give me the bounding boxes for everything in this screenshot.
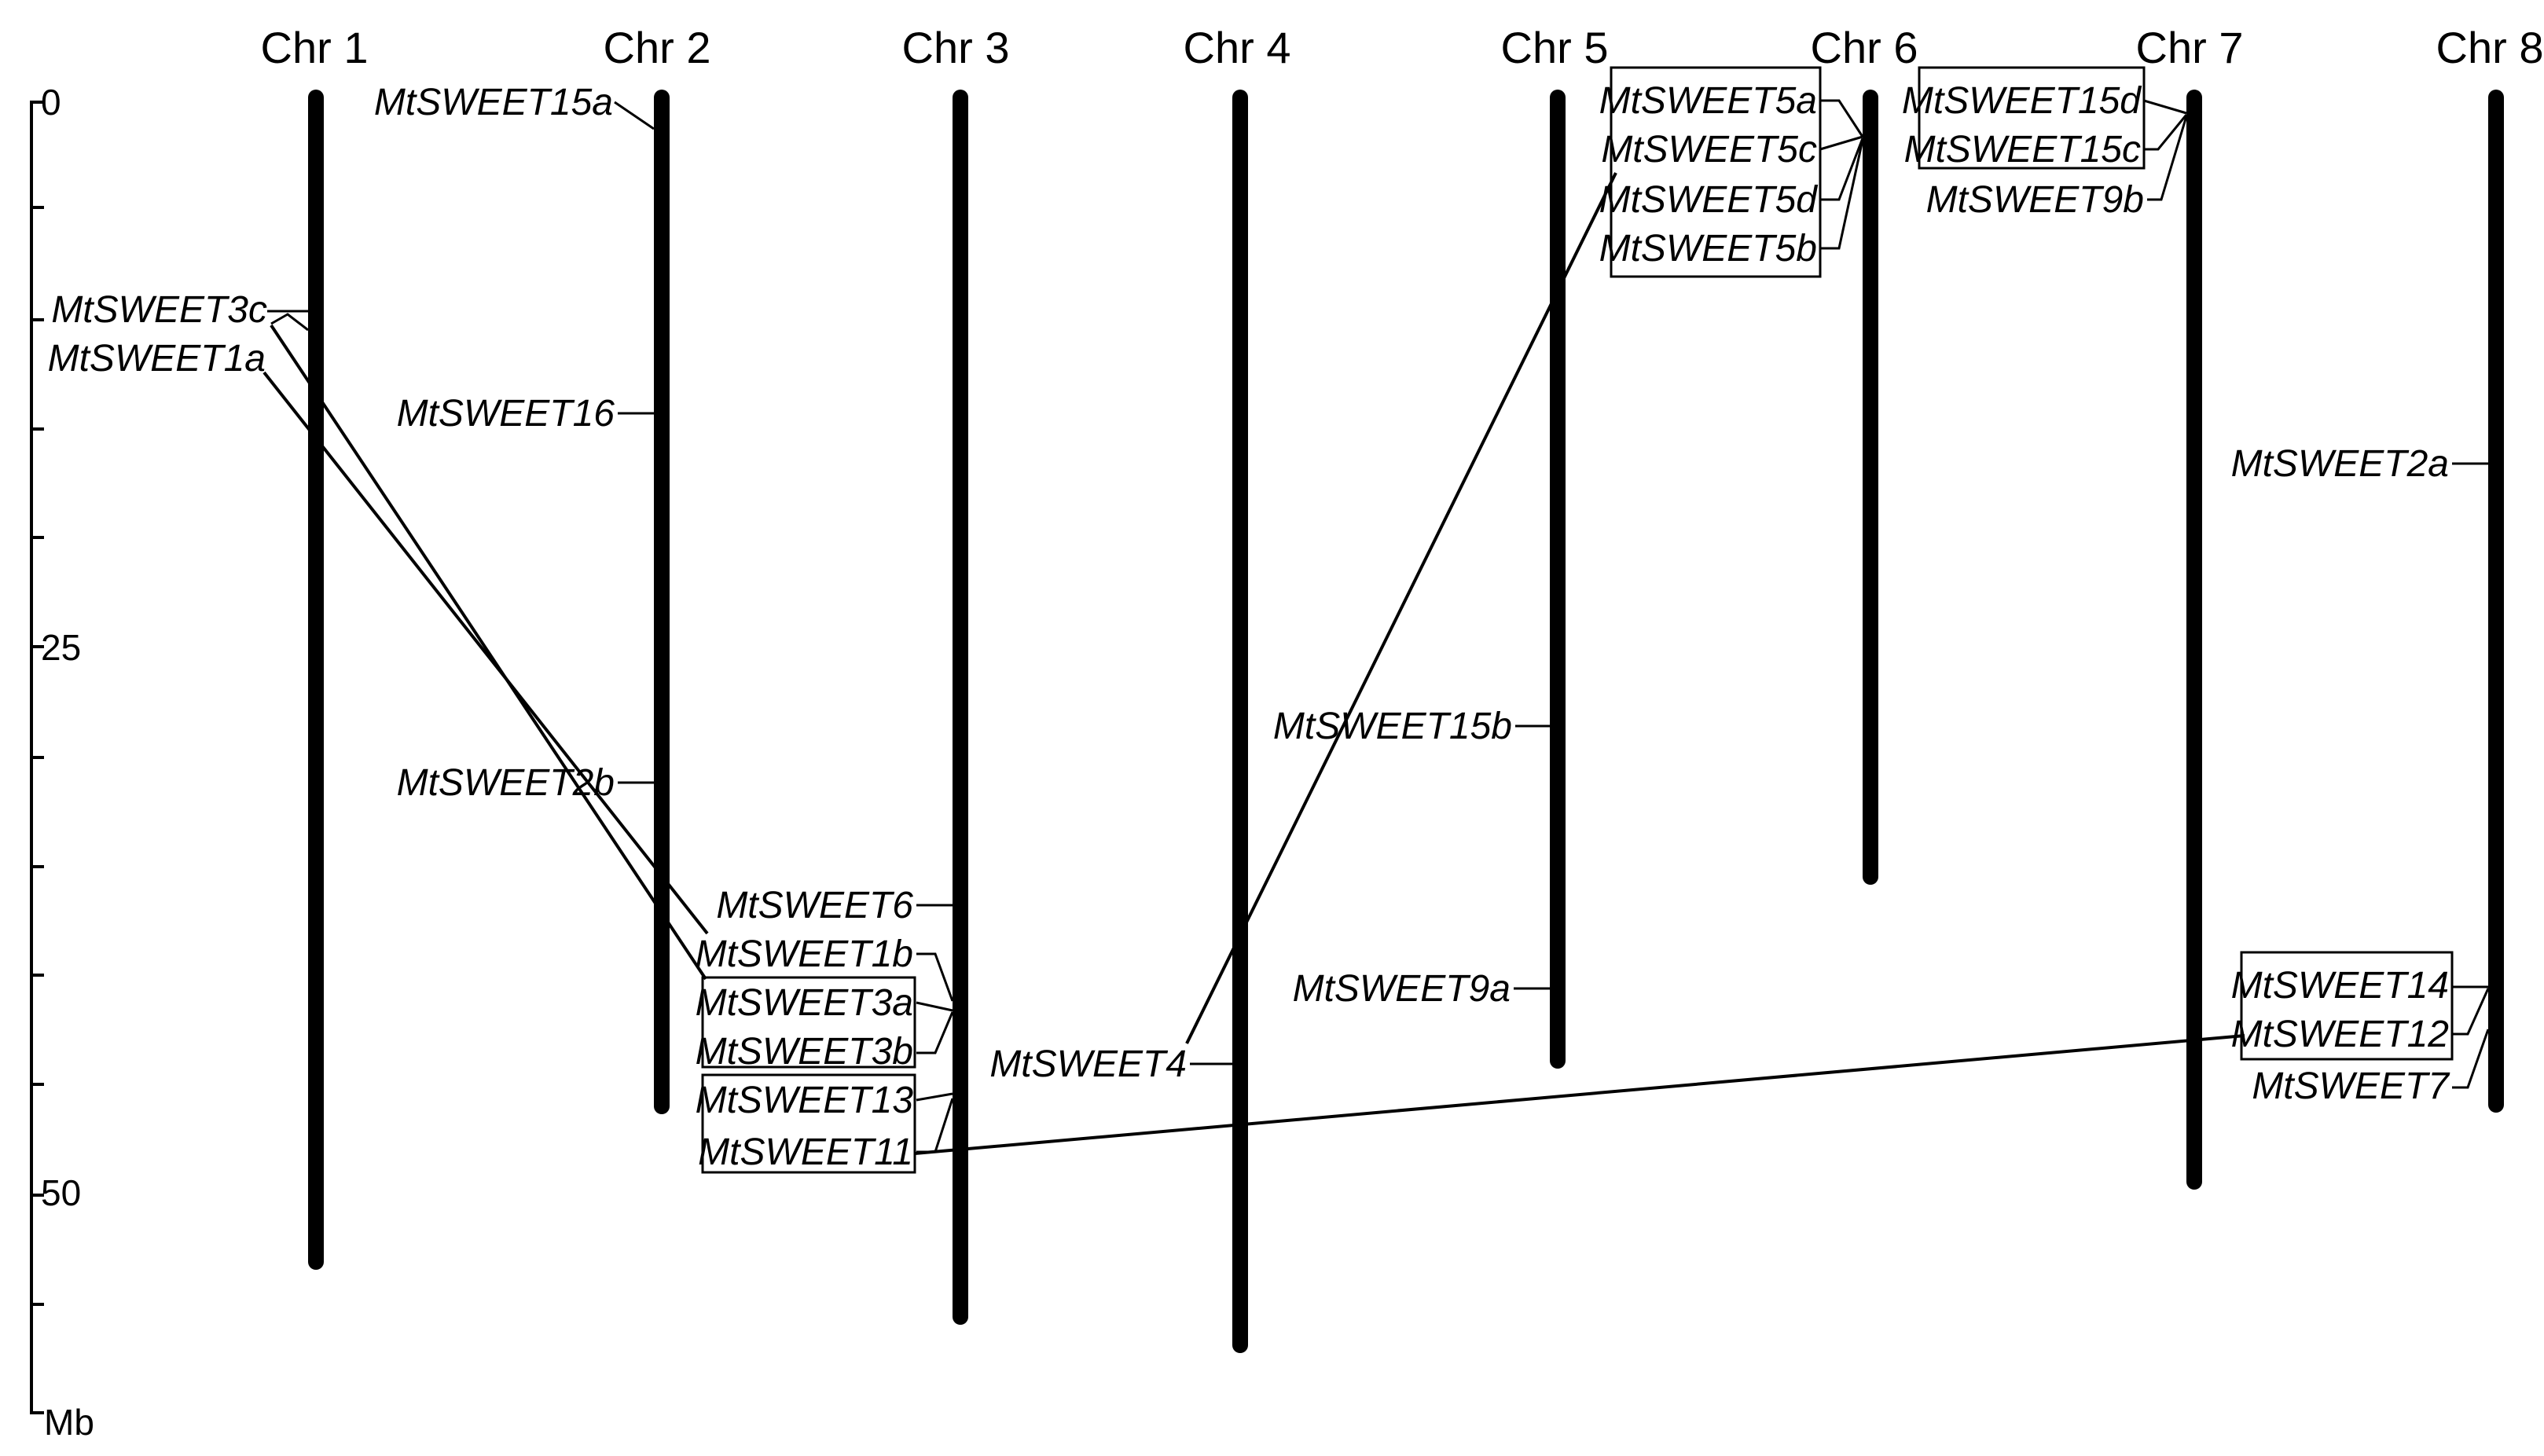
gene-label-7: MtSWEET7 — [2252, 1065, 2450, 1107]
gene-label-15a: MtSWEET15a — [374, 82, 613, 123]
gene-label-15b: MtSWEET15b — [1273, 706, 1512, 747]
tandem-boxes — [701, 66, 2454, 1174]
gene-label-11: MtSWEET11 — [698, 1131, 913, 1173]
connector-3b — [916, 1011, 954, 1054]
connector-13 — [916, 1092, 953, 1102]
connector-15a — [614, 101, 655, 130]
connector-7 — [2452, 1029, 2490, 1089]
gene-label-2a: MtSWEET2a — [2231, 443, 2449, 485]
chr1-label: Chr 1 — [261, 23, 369, 72]
chr8-label: Chr 8 — [2436, 23, 2544, 72]
link-4-5c — [1185, 172, 1617, 1044]
box-3a-3b — [701, 976, 916, 1069]
gene-label-5d: MtSWEET5d — [1599, 179, 1819, 221]
box-5-cluster — [1610, 66, 1822, 278]
gene-label-3c: MtSWEET3c — [51, 289, 267, 331]
gene-label-3b: MtSWEET3b — [696, 1031, 913, 1073]
axis-tick-label-25: 25 — [41, 627, 81, 668]
gene-label-5a: MtSWEET5a — [1599, 80, 1817, 122]
gene-label-4: MtSWEET4 — [989, 1043, 1187, 1085]
connector-5d — [1820, 138, 1864, 201]
box-15d-15c — [1918, 66, 2146, 170]
connector-1a — [270, 313, 309, 332]
box-14-12 — [2240, 951, 2454, 1061]
chromosome-labels: Chr 1 Chr 2 Chr 3 Chr 4 Chr 5 Chr 6 Chr … — [261, 23, 2544, 72]
chr7-label: Chr 7 — [2136, 23, 2244, 72]
gene-label-16: MtSWEET16 — [397, 393, 615, 435]
gene-label-5c: MtSWEET5c — [1601, 129, 1817, 171]
gene-labels: MtSWEET3c MtSWEET1a MtSWEET15a MtSWEET16… — [48, 80, 2451, 1173]
axis-unit-label: Mb — [44, 1402, 94, 1443]
axis-tick-label-0: 0 — [41, 82, 61, 123]
connector-5a — [1820, 99, 1864, 138]
gene-label-9a: MtSWEET9a — [1293, 968, 1511, 1010]
connector-9b — [2147, 116, 2188, 201]
link-3c-3a — [270, 324, 707, 981]
gene-label-15d: MtSWEET15d — [1902, 80, 2142, 122]
gene-label-9b: MtSWEET9b — [1926, 179, 2144, 221]
chr2-label: Chr 2 — [604, 23, 711, 72]
chr3-label: Chr 3 — [902, 23, 1010, 72]
chromosome-bars — [308, 90, 2504, 1353]
connector-3a — [916, 1001, 953, 1012]
axis-tick-label-50: 50 — [41, 1172, 81, 1213]
gene-label-6: MtSWEET6 — [716, 885, 913, 926]
chr4-label: Chr 4 — [1184, 23, 1291, 72]
gene-label-2b: MtSWEET2b — [397, 762, 615, 804]
gene-label-12: MtSWEET12 — [2231, 1014, 2449, 1055]
connector-5c — [1819, 135, 1863, 151]
box-13-11 — [701, 1073, 916, 1174]
link-11-12 — [914, 1034, 2245, 1155]
connector-5b — [1820, 139, 1864, 250]
chr5-label: Chr 5 — [1501, 23, 1609, 72]
connector-12 — [2452, 988, 2490, 1036]
connector-1b — [916, 952, 954, 1002]
gene-label-5b: MtSWEET5b — [1599, 228, 1817, 270]
gene-label-15c: MtSWEET15c — [1904, 129, 2141, 171]
connector-11 — [916, 1098, 954, 1153]
gene-label-14: MtSWEET14 — [2231, 965, 2449, 1007]
gene-connectors — [267, 99, 2490, 1153]
gene-label-1a: MtSWEET1a — [48, 338, 266, 380]
connector-15d — [2143, 99, 2187, 115]
gene-label-1b: MtSWEET1b — [696, 933, 913, 975]
y-axis: 0 25 50 Mb — [30, 82, 94, 1443]
gene-label-3a: MtSWEET3a — [696, 982, 913, 1024]
gene-label-13: MtSWEET13 — [696, 1080, 914, 1121]
link-1a-1b — [262, 371, 709, 935]
synteny-links — [262, 172, 2245, 1155]
chr6-label: Chr 6 — [1811, 23, 1918, 72]
connector-15c — [2144, 114, 2188, 151]
